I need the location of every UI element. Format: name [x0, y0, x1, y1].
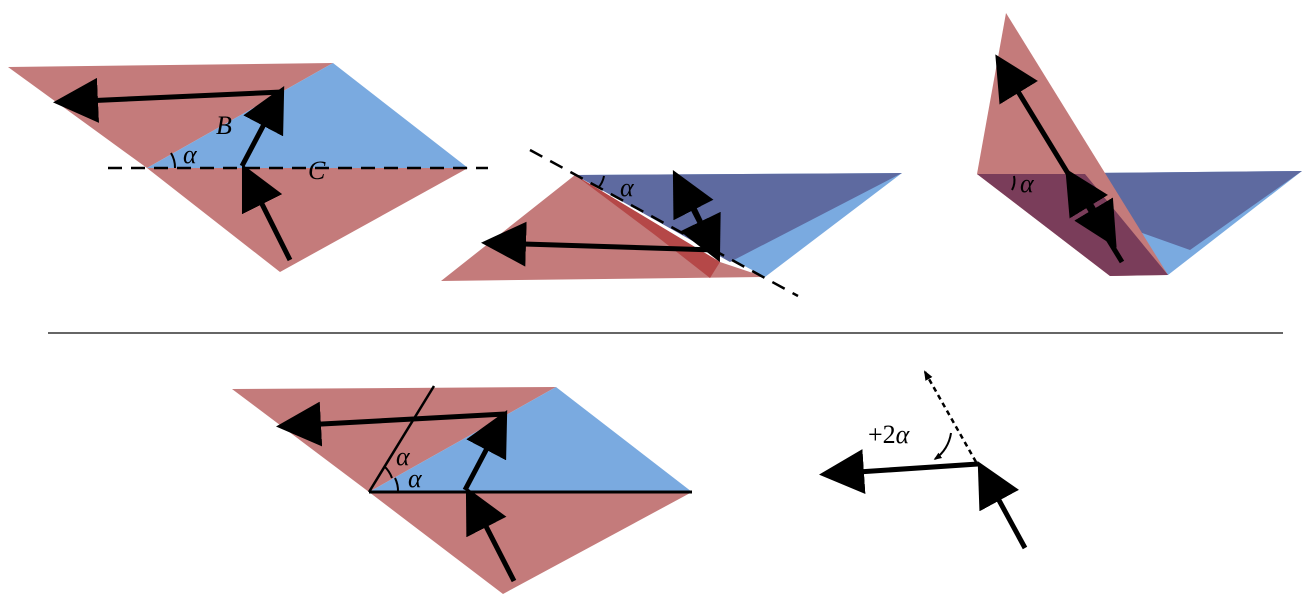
angle-arc: [1011, 175, 1016, 191]
incident-extension-dotted: [923, 370, 978, 463]
reflected-ray: [53, 77, 283, 123]
incident-ray: [465, 486, 517, 583]
dark-blue-face: [575, 173, 902, 262]
alpha-label: α: [183, 140, 198, 169]
incident-ray: [977, 461, 1028, 550]
reflected-ray: [481, 221, 716, 267]
alpha-label-upper: α: [396, 442, 411, 471]
ray-down: [680, 198, 721, 263]
rotation-label: +2α: [868, 420, 911, 449]
panel-folded-mirror: α B C: [8, 63, 488, 272]
panel-rotated-mirror: α: [441, 148, 902, 298]
label-c: C: [308, 156, 326, 185]
ray-segment: [462, 410, 508, 492]
angle-arc: [170, 152, 177, 169]
blue-face: [369, 387, 692, 492]
alpha-label-lower: α: [408, 464, 423, 493]
reflected-ray: [819, 449, 979, 495]
ray-segment: [239, 86, 285, 168]
normal-line: [367, 385, 436, 493]
alpha-label: α: [1020, 169, 1035, 198]
blue-face: [147, 63, 468, 168]
rotation-prefix: +2: [868, 420, 896, 449]
ray-up: [1065, 168, 1108, 227]
purple-overlap: [977, 174, 1168, 276]
rotation-alpha: α: [896, 420, 911, 449]
panel-net-rotation: +2α: [819, 370, 1028, 550]
angle-arc-upper: [383, 465, 393, 479]
label-b: B: [216, 111, 232, 140]
angle-arc-lower: [394, 477, 400, 493]
mirror-line-dashed: [529, 148, 799, 298]
angle-arc: [597, 175, 605, 189]
rotation-arc: [933, 432, 952, 460]
incident-ray: [241, 163, 293, 262]
reflected-ray: [276, 401, 506, 447]
alpha-label: α: [620, 173, 635, 202]
red-lower-face: [369, 492, 692, 594]
panel-angle-construction: α α: [232, 385, 692, 594]
panel-steep-mirror: α: [977, 13, 1302, 276]
red-lower-face: [147, 168, 468, 272]
